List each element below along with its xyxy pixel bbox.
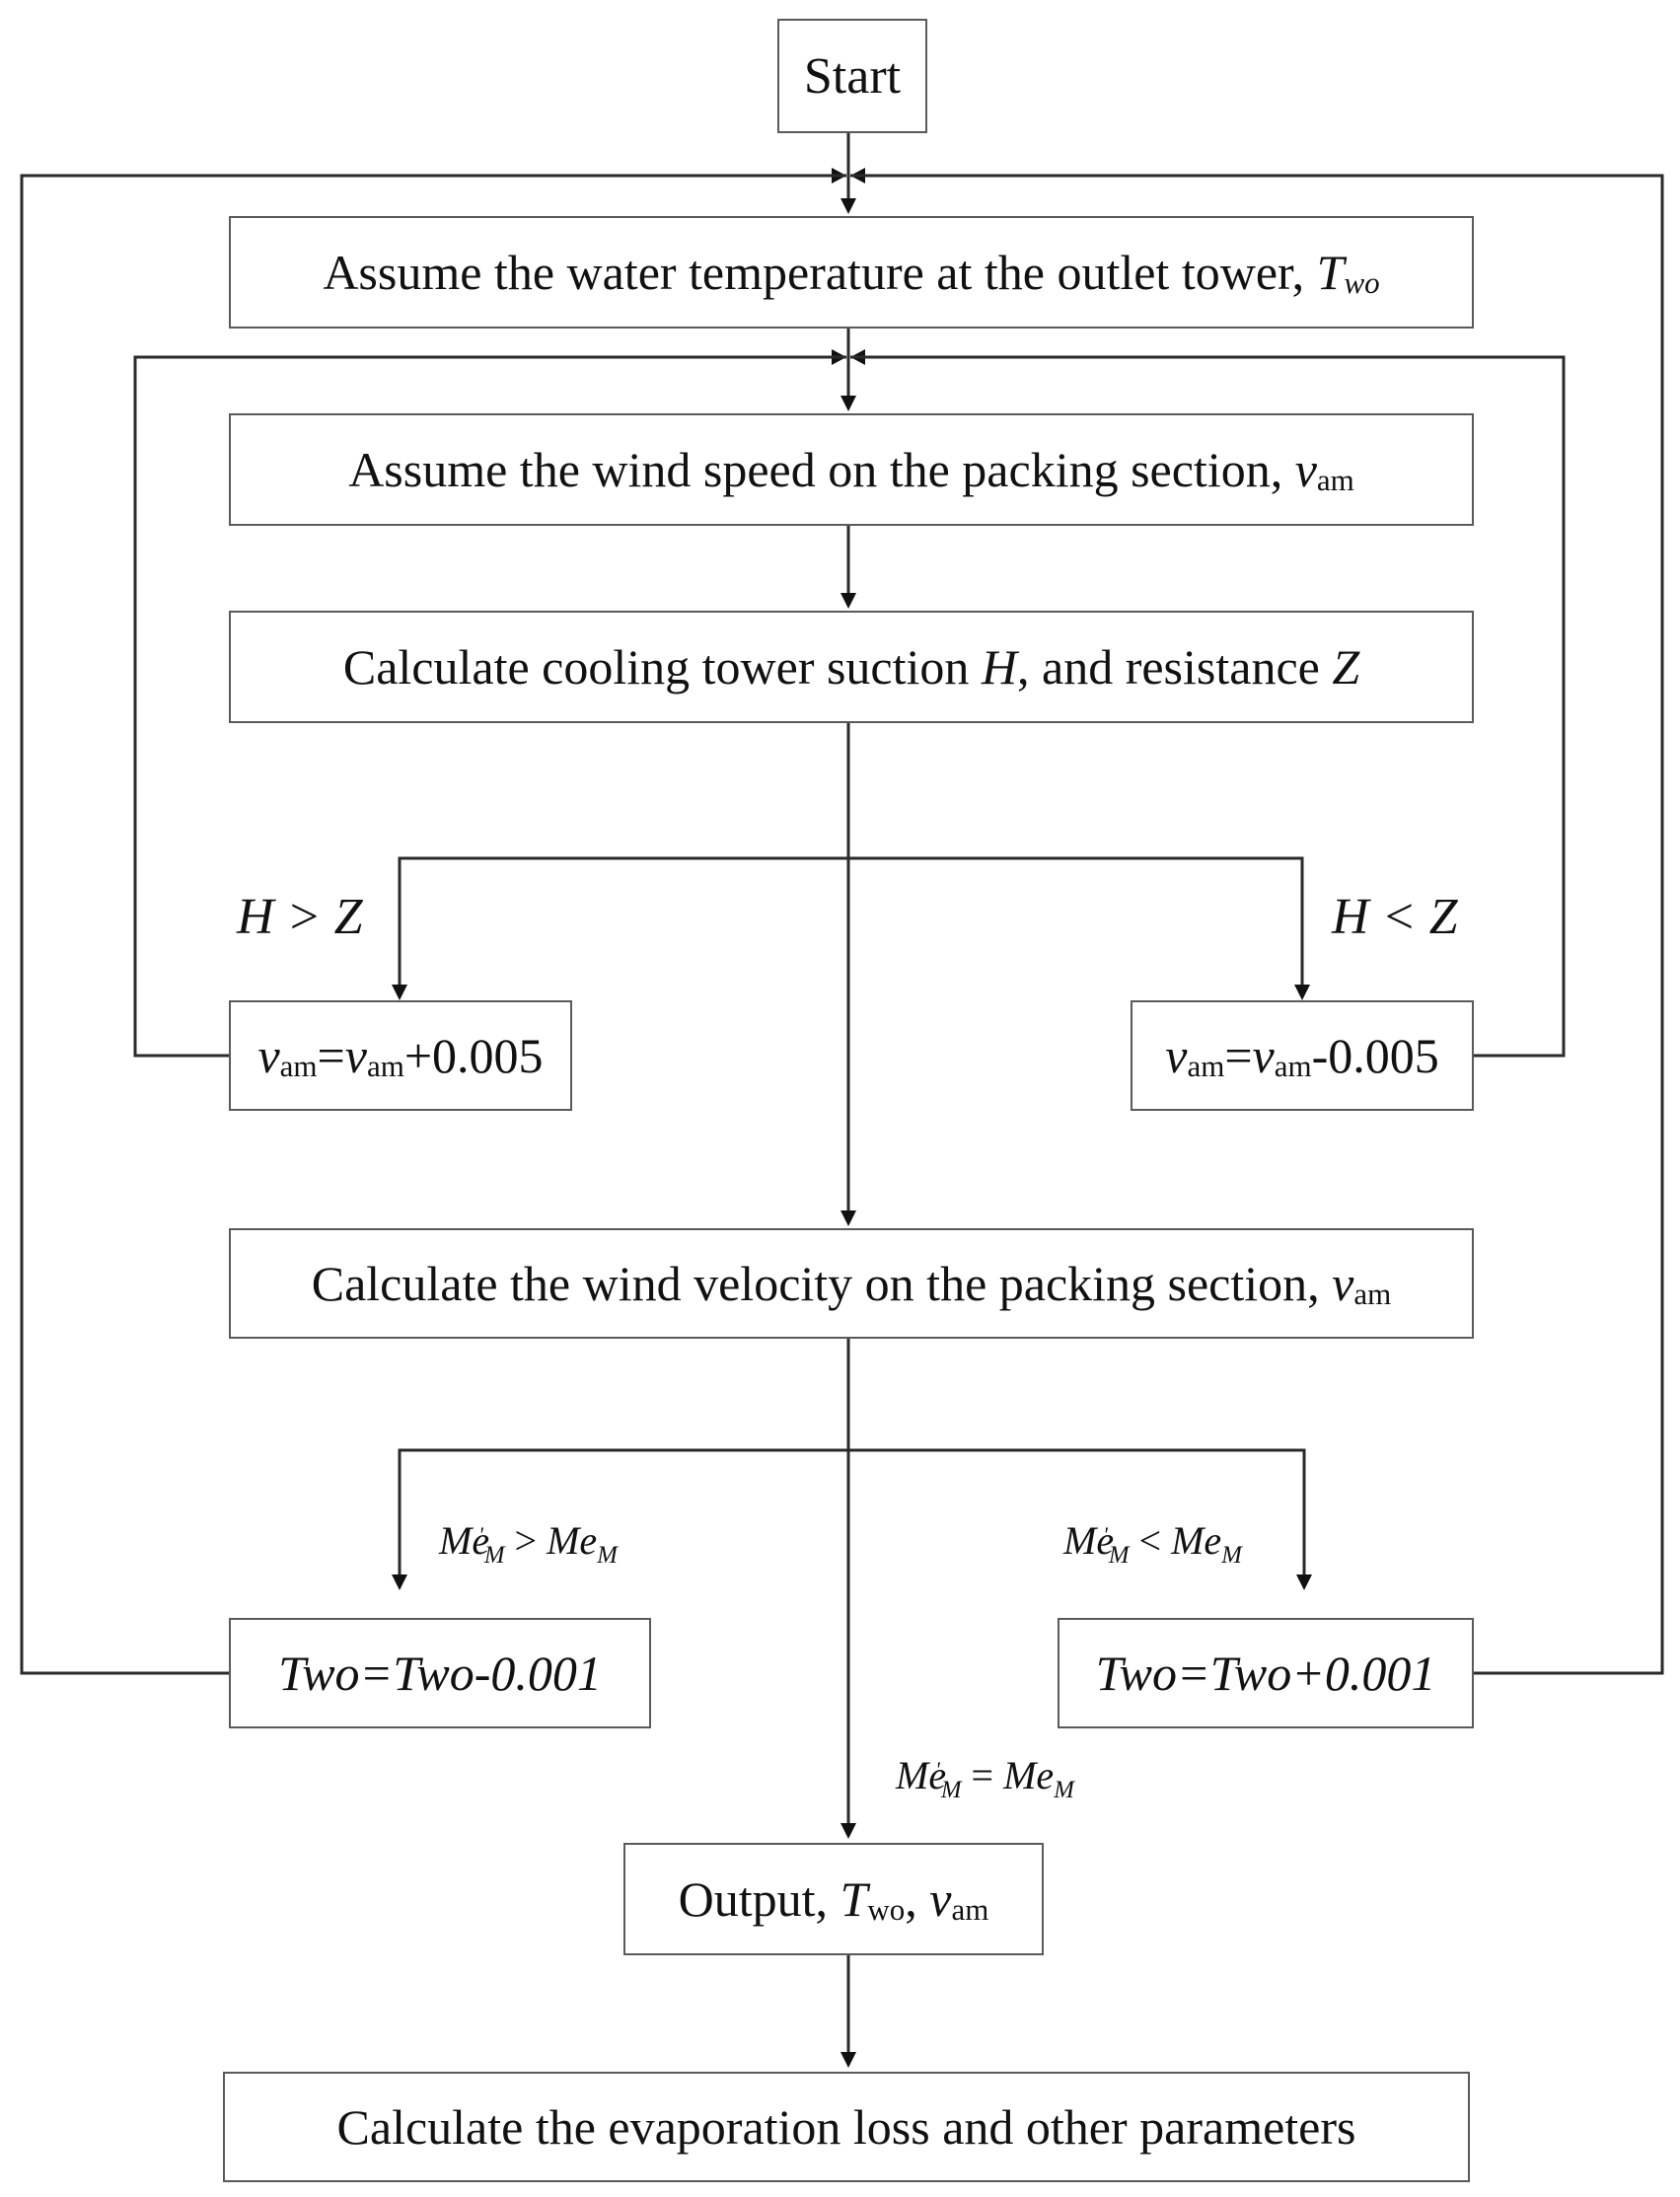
arrowhead xyxy=(840,1823,856,1839)
condition-me-lt-bsub: M xyxy=(1221,1541,1242,1569)
vam-increment-v1: v xyxy=(257,1028,280,1083)
output-sub-wo: wo xyxy=(867,1891,906,1927)
arrowhead xyxy=(840,396,856,411)
condition-me-gt: Me'M > MeM xyxy=(439,1517,618,1569)
condition-me-eq-prime: ' xyxy=(935,1756,940,1782)
arrowhead xyxy=(840,1210,856,1226)
calculate-suction-var-h: H xyxy=(981,639,1018,695)
condition-me-gt-op: > xyxy=(504,1518,548,1563)
condition-me-gt-prime: ' xyxy=(478,1521,483,1547)
output-sub-am: am xyxy=(951,1891,989,1927)
arrowhead xyxy=(1294,985,1310,1000)
arrowhead xyxy=(840,593,856,609)
output-sep: , xyxy=(905,1871,930,1927)
arrowhead xyxy=(840,198,856,214)
connector-inner-left-loop xyxy=(133,355,846,1058)
condition-me-gt-asub: M xyxy=(483,1541,505,1569)
condition-me-gt-b: Me xyxy=(547,1518,598,1563)
vam-decrement-v2: v xyxy=(1252,1028,1275,1083)
assume-water-temperature-text: Assume the water temperature at the outl… xyxy=(323,245,1317,300)
evaporation-text: Calculate the evaporation loss and other… xyxy=(336,2099,1356,2155)
connector-outer-right-loop xyxy=(850,174,1664,1675)
assume-wind-speed-node: Assume the wind speed on the packing sec… xyxy=(229,413,1474,526)
connector-me-gt-branch xyxy=(398,1448,848,1586)
connector-inner-right-loop xyxy=(850,355,1566,1058)
condition-me-lt-op: < xyxy=(1129,1518,1172,1563)
condition-me-gt-bsub: M xyxy=(597,1541,618,1569)
two-decrement-text: Two=Two-0.001 xyxy=(278,1646,602,1701)
vam-decrement-s1: am xyxy=(1187,1048,1225,1083)
assume-wind-speed-sub: am xyxy=(1316,462,1354,497)
arrowhead xyxy=(392,1575,407,1590)
evaporation-node: Calculate the evaporation loss and other… xyxy=(223,2072,1470,2182)
calculate-suction-text-2: , and resistance xyxy=(1017,639,1333,695)
condition-me-eq-b: Me xyxy=(1003,1753,1055,1797)
calculate-wind-velocity-node: Calculate the wind velocity on the packi… xyxy=(229,1228,1474,1339)
condition-me-gt-a: Me xyxy=(439,1518,490,1563)
output-var-v: v xyxy=(929,1871,952,1927)
condition-me-eq-bsub: M xyxy=(1054,1776,1074,1803)
condition-h-lt-z: H < Z xyxy=(1332,889,1458,945)
assume-wind-speed-var: v xyxy=(1294,442,1317,497)
connector-outer-left-loop xyxy=(20,174,846,1675)
assume-water-temperature-sub: wo xyxy=(1344,264,1380,300)
two-increment-text: Two=Two+0.001 xyxy=(1095,1646,1436,1701)
assume-water-temperature-node: Assume the water temperature at the outl… xyxy=(229,216,1474,329)
assume-wind-speed-text: Assume the wind speed on the packing sec… xyxy=(348,442,1295,497)
condition-me-eq-op: = xyxy=(961,1753,1004,1797)
calculate-wind-velocity-text: Calculate the wind velocity on the packi… xyxy=(311,1256,1333,1311)
vam-increment-rest: +0.005 xyxy=(403,1028,544,1083)
connector-me-lt-branch xyxy=(848,1448,1306,1586)
two-increment-node: Two=Two+0.001 xyxy=(1058,1618,1474,1728)
start-node: Start xyxy=(777,19,927,133)
condition-me-eq: Me'M = MeM xyxy=(896,1752,1074,1803)
arrowhead xyxy=(1296,1575,1312,1590)
calculate-suction-node: Calculate cooling tower suction H, and r… xyxy=(229,611,1474,723)
vam-decrement-v1: v xyxy=(1165,1028,1188,1083)
condition-me-lt-a: Me xyxy=(1063,1518,1115,1563)
vam-decrement-eq: = xyxy=(1224,1028,1253,1083)
vam-increment-v2: v xyxy=(344,1028,367,1083)
arrowhead xyxy=(392,985,407,1000)
output-var-t: T xyxy=(840,1871,868,1927)
condition-me-lt-b: Me xyxy=(1171,1518,1222,1563)
condition-me-eq-a: Me xyxy=(896,1753,947,1797)
vam-decrement-s2: am xyxy=(1274,1048,1312,1083)
two-decrement-node: Two=Two-0.001 xyxy=(229,1618,651,1728)
calculate-suction-var-z: Z xyxy=(1332,639,1360,695)
vam-decrement-rest: -0.005 xyxy=(1311,1028,1439,1083)
vam-increment-eq: = xyxy=(317,1028,345,1083)
condition-me-lt-prime: ' xyxy=(1103,1521,1108,1547)
assume-water-temperature-var: T xyxy=(1316,245,1345,300)
vam-increment-s1: am xyxy=(279,1048,318,1083)
connector-h-lt-z-branch xyxy=(848,856,1304,996)
calculate-wind-velocity-sub: am xyxy=(1353,1276,1392,1311)
condition-me-lt-asub: M xyxy=(1108,1541,1130,1569)
start-label: Start xyxy=(803,47,902,105)
connector-h-gt-z-branch xyxy=(398,856,848,996)
calculate-wind-velocity-var: v xyxy=(1332,1256,1354,1311)
calculate-suction-text-1: Calculate cooling tower suction xyxy=(342,639,982,695)
arrowhead xyxy=(840,2052,856,2068)
vam-increment-s2: am xyxy=(366,1048,404,1083)
condition-me-eq-asub: M xyxy=(940,1776,962,1803)
condition-h-gt-z: H > Z xyxy=(237,889,363,945)
condition-me-lt: Me'M < MeM xyxy=(1063,1517,1242,1569)
output-text: Output, xyxy=(678,1871,840,1927)
